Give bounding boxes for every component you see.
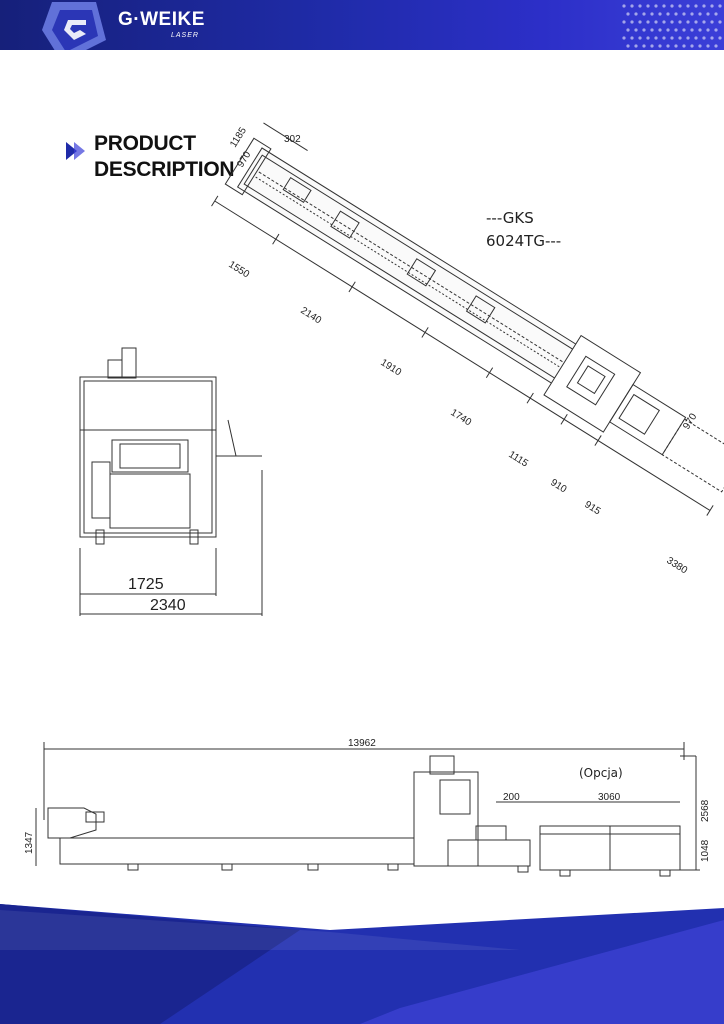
model-name: ---GKS 6024TG--- — [486, 207, 561, 253]
title-arrow-icon — [66, 142, 85, 160]
dim-1550: 1550 — [226, 259, 251, 280]
dim-910: 910 — [548, 477, 568, 495]
model-line-2: 6024TG--- — [486, 232, 562, 250]
title-line-2: DESCRIPTION — [94, 158, 235, 181]
dim-1347: 1347 — [24, 831, 35, 854]
dim-1048: 1048 — [700, 839, 711, 862]
dim-970-right: 970 — [681, 411, 699, 431]
dim-3060: 3060 — [598, 792, 621, 803]
dim-1740: 1740 — [448, 407, 473, 428]
dim-2340: 2340 — [150, 597, 186, 614]
model-line-1: ---GKS — [486, 209, 534, 227]
footer-wave-decoration — [0, 904, 724, 1024]
dim-1725: 1725 — [128, 576, 164, 593]
option-label: (Opcja) — [579, 766, 623, 780]
dot-pattern-decoration — [622, 4, 722, 48]
header-banner: G·WEIKE LASER — [0, 0, 724, 50]
title-line-1: PRODUCT — [94, 132, 196, 155]
dim-915: 915 — [582, 499, 602, 517]
dim-970-left: 970 — [235, 149, 253, 169]
dim-200: 200 — [503, 792, 520, 803]
brand-name: G·WEIKE — [118, 9, 205, 30]
dim-2140: 2140 — [298, 305, 323, 326]
gweike-logo-icon — [42, 2, 106, 50]
dim-1910: 1910 — [378, 357, 403, 378]
dim-3380: 3380 — [664, 555, 689, 576]
brand-subtitle: LASER — [171, 32, 199, 39]
dim-1115: 1115 — [506, 449, 530, 470]
page-title: PRODUCT DESCRIPTION — [94, 131, 235, 183]
dim-2568: 2568 — [700, 799, 711, 822]
dim-302: 302 — [284, 134, 301, 145]
dim-13962: 13962 — [348, 738, 376, 749]
